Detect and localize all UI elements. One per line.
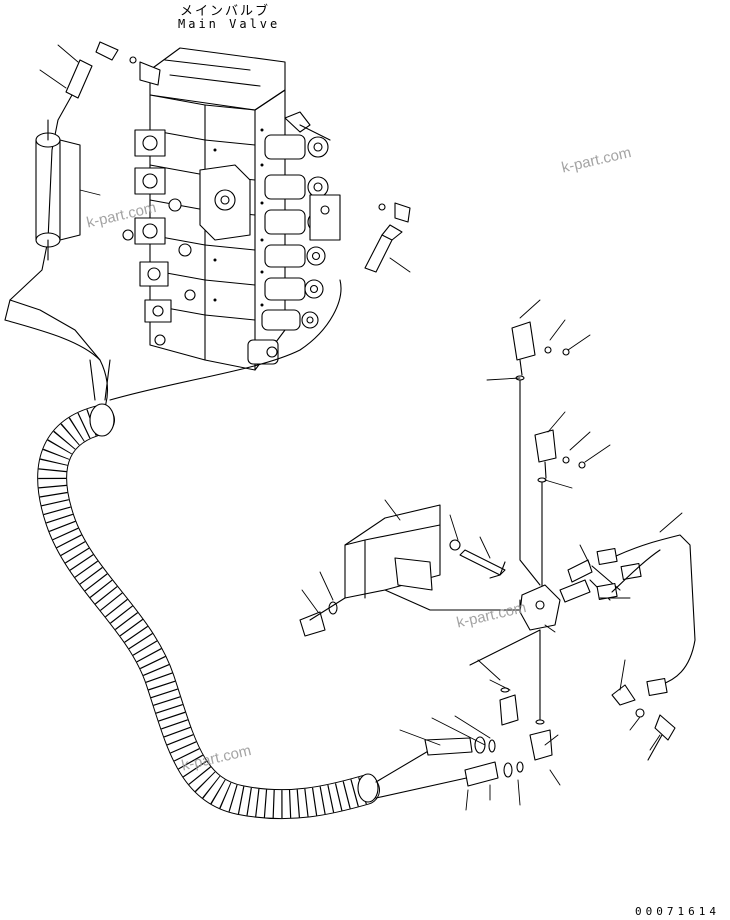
valve-fittings <box>364 202 411 273</box>
sensor-manifold <box>469 534 696 761</box>
main-valve-label-english: Main Valve <box>178 17 281 31</box>
spiral-wrapped-harness <box>4 279 481 820</box>
hose-fittings <box>424 736 524 787</box>
main-valve <box>122 47 341 371</box>
leader-lines <box>39 44 683 811</box>
drawing-code: 00071614 <box>635 905 720 918</box>
hose-clamp-assembly <box>4 41 137 321</box>
mounting-bracket <box>299 504 521 637</box>
pressure-switches <box>511 321 586 591</box>
main-valve-label-japanese: メインバルブ <box>180 4 271 19</box>
